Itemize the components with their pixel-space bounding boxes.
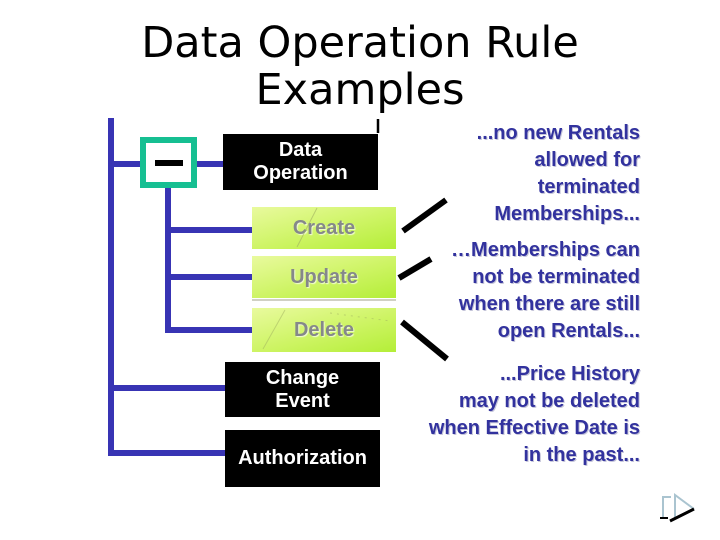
tree-branch-expander bbox=[108, 161, 142, 167]
title-line-1: Data Operation Rule bbox=[141, 18, 579, 68]
tree-branch-change-event bbox=[108, 385, 226, 391]
node-change-event: Change Event bbox=[225, 362, 380, 417]
rule-line: ...no new Rentals bbox=[476, 122, 640, 144]
rule-line: Memberships... bbox=[494, 203, 640, 225]
rule-line: ...Price History bbox=[499, 363, 640, 385]
node-label: Data bbox=[278, 139, 323, 161]
node-label: Delete bbox=[293, 318, 355, 341]
next-slide-icon[interactable] bbox=[650, 486, 702, 528]
node-delete: Delete bbox=[252, 308, 396, 352]
node-label: Change bbox=[265, 366, 340, 389]
rule-line: when Effective Date is bbox=[428, 417, 640, 439]
tree-connector-data-operation bbox=[196, 161, 224, 167]
bracket-glyph bbox=[662, 496, 671, 517]
rule-line: terminated bbox=[537, 176, 640, 198]
tree-subtrunk-line bbox=[165, 187, 171, 333]
minus-icon bbox=[154, 159, 183, 166]
rule-line: in the past... bbox=[523, 444, 640, 466]
rule-line: not be terminated bbox=[472, 266, 640, 288]
rule-line: open Rentals... bbox=[497, 320, 640, 342]
node-data-operation: Data Operation bbox=[223, 134, 378, 190]
node-label: Create bbox=[292, 216, 356, 239]
page-title: Data Operation Rule Examples bbox=[0, 20, 720, 114]
rule-text-create: ...no new Rentals allowed for terminated… bbox=[384, 120, 640, 228]
node-label: Update bbox=[290, 265, 358, 288]
rule-text-delete: ...Price History may not be deleted when… bbox=[384, 361, 640, 469]
rule-line: when there are still bbox=[458, 293, 640, 315]
node-label: Operation bbox=[253, 162, 348, 184]
rule-line: may not be deleted bbox=[458, 390, 640, 412]
tree-branch-create bbox=[165, 227, 253, 233]
tree-branch-delete bbox=[165, 327, 253, 333]
play-triangle-glyph bbox=[674, 493, 695, 518]
tree-branch-update bbox=[165, 274, 253, 280]
rule-line: …Memberships can bbox=[451, 239, 640, 261]
rule-line: allowed for bbox=[534, 149, 640, 171]
node-label: Event bbox=[275, 389, 330, 412]
tree-trunk-line bbox=[108, 118, 114, 456]
title-line-2: Examples bbox=[255, 65, 465, 115]
play-triangle-shadow bbox=[669, 507, 695, 523]
node-update: Update bbox=[252, 256, 396, 298]
tree-expander bbox=[140, 137, 197, 188]
node-create: Create bbox=[252, 207, 396, 249]
rule-text-update: …Memberships can not be terminated when … bbox=[384, 237, 640, 345]
tree-branch-authorization bbox=[108, 450, 226, 456]
node-label: Authorization bbox=[238, 447, 367, 469]
node-authorization: Authorization bbox=[225, 430, 380, 487]
